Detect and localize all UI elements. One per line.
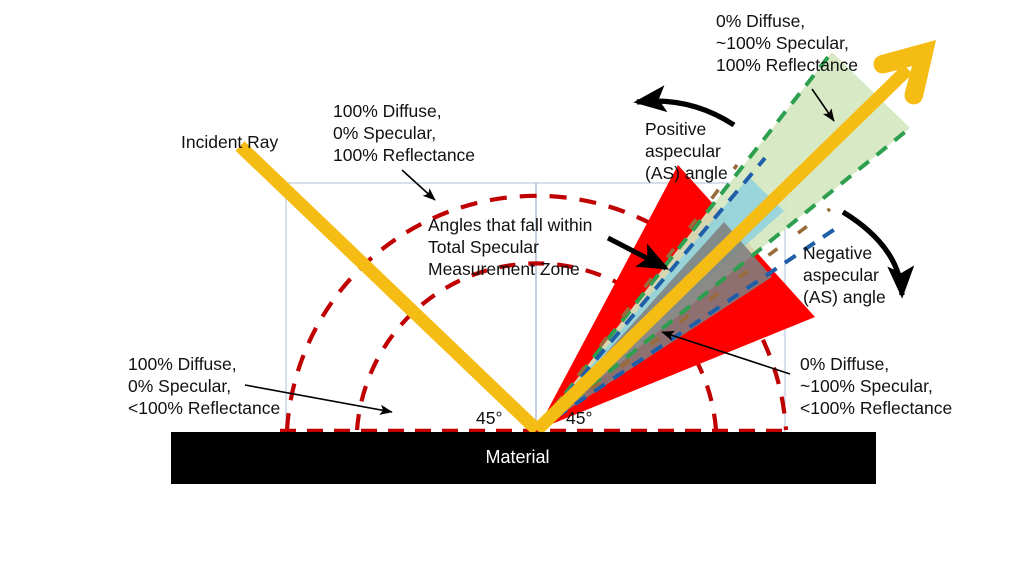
material-label: Material [485, 447, 550, 467]
annotation-bottom-left: 100% Diffuse, 0% Specular, <100% Reflect… [128, 354, 281, 418]
curved-arrow-left-icon [633, 85, 736, 128]
arrow-head-icon [873, 40, 936, 105]
annotation-bottom-right: 0% Diffuse, ~100% Specular, <100% Reflec… [800, 354, 953, 418]
incident-ray-label: Incident Ray [181, 132, 279, 152]
reflected-ray [532, 64, 913, 435]
blue-wedge-dashed-outline [535, 156, 837, 432]
label-positive-aspecular: Positive aspecular (AS) angle [645, 119, 728, 183]
annotation-zone: Angles that fall within Total Specular M… [428, 215, 593, 279]
angle-label-left: 45° [476, 408, 503, 428]
green-wedge-dashed-outline [535, 50, 912, 432]
incident-ray [235, 141, 542, 435]
leader-top-left [401, 169, 436, 201]
curved-arrow-right-icon [841, 209, 915, 299]
leader-top-right [811, 88, 835, 122]
inner-specular-arc [354, 261, 719, 431]
leader-bottom-right [661, 330, 791, 375]
angle-label-right: 45° [566, 408, 593, 428]
annotation-top-right: 0% Diffuse, ~100% Specular, 100% Reflect… [716, 11, 859, 75]
label-negative-aspecular: Negative aspecular (AS) angle [803, 243, 886, 307]
annotation-top-left: 100% Diffuse, 0% Specular, 100% Reflecta… [333, 101, 476, 165]
leader-zone [606, 235, 670, 271]
leader-bottom-left [244, 384, 393, 415]
material-bar [171, 432, 876, 484]
olive-wedge-dashed-outline [535, 163, 832, 432]
